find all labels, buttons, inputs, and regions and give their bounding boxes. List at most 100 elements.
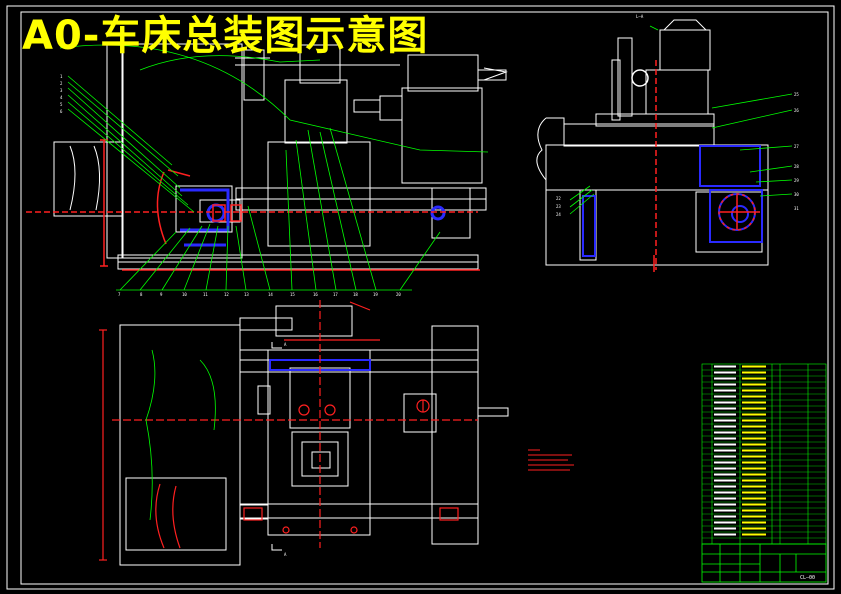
parts-list-name-mark [742, 479, 766, 482]
parts-list-name-mark [742, 431, 766, 434]
balloon-9: 9 [160, 292, 163, 297]
balloon-19: 19 [373, 292, 378, 297]
front-view-spindle-parts [180, 188, 446, 247]
parts-list-name-mark [742, 461, 766, 464]
balloon-12: 12 [224, 292, 229, 297]
parts-list-name-mark [742, 389, 766, 392]
section-marker-bottom: A [284, 552, 287, 557]
top-view [119, 305, 509, 566]
balloon-27: 27 [794, 144, 799, 149]
parts-list-entry-mark [714, 395, 736, 398]
parts-list-name-mark [742, 515, 766, 518]
parts-list-entry-mark [714, 491, 736, 494]
parts-list-entry-mark [714, 365, 736, 368]
balloon-1: 1 [60, 74, 63, 79]
balloon-15: 15 [290, 292, 295, 297]
parts-list-name-mark [742, 413, 766, 416]
balloon-28: 28 [794, 164, 799, 169]
parts-list-entry-mark [714, 425, 736, 428]
parts-list-name-mark [742, 407, 766, 410]
parts-list-name-mark [742, 383, 766, 386]
parts-list-name-mark [742, 455, 766, 458]
parts-list-entry-mark [714, 431, 736, 434]
title-block [701, 543, 827, 583]
parts-list-entry-mark [714, 533, 736, 536]
parts-list-entry-mark [714, 503, 736, 506]
parts-list-entry-mark [714, 377, 736, 380]
drawing-number: CL—00 [800, 575, 815, 581]
side-view-red-parts [631, 60, 760, 272]
parts-list-entry-mark [714, 401, 736, 404]
balloon-3: 3 [60, 88, 63, 93]
parts-list-name-mark [742, 437, 766, 440]
balloon-8: 8 [140, 292, 143, 297]
parts-list-entry-mark [714, 443, 736, 446]
parts-list-name-mark [742, 377, 766, 380]
parts-list-name-mark [742, 527, 766, 530]
parts-list-name-mark [742, 503, 766, 506]
balloon-22: 22 [556, 196, 561, 201]
balloon-18: 18 [353, 292, 358, 297]
parts-list-entry-mark [714, 509, 736, 512]
top-view-red-parts [99, 300, 478, 561]
parts-list-entry-mark [714, 521, 736, 524]
balloon-7: 7 [118, 292, 121, 297]
parts-list-name-mark [742, 449, 766, 452]
parts-list-entry-mark [714, 473, 736, 476]
parts-list-entry-mark [714, 455, 736, 458]
parts-list-entry-mark [714, 419, 736, 422]
balloon-16: 16 [313, 292, 318, 297]
parts-list-name-mark [742, 443, 766, 446]
balloon-25: 25 [794, 92, 799, 97]
section-arrows [271, 342, 282, 551]
balloon-20: 20 [396, 292, 401, 297]
top-view-leaders [145, 349, 216, 521]
parts-list-name-mark [742, 419, 766, 422]
parts-list-entry-mark [714, 515, 736, 518]
technical-notes [528, 449, 574, 471]
parts-list-name-mark [742, 395, 766, 398]
drawing-title: A0-车床总装图示意图 [22, 13, 429, 59]
balloon-26: 26 [794, 108, 799, 113]
parts-list-name-mark [742, 533, 766, 536]
parts-list-entry-mark [714, 383, 736, 386]
outer-frame [6, 5, 835, 590]
balloon-24: 24 [556, 212, 561, 217]
parts-list-entry-mark [714, 527, 736, 530]
parts-list-entry-mark [714, 371, 736, 374]
balloon-29: 29 [794, 178, 799, 183]
parts-list-entry-mark [714, 407, 736, 410]
parts-list-name-mark [742, 425, 766, 428]
parts-list-name-mark [742, 491, 766, 494]
section-marker-top: A [284, 342, 287, 347]
parts-list-entry-mark [714, 413, 736, 416]
parts-list-name-mark [742, 365, 766, 368]
balloon-23: 23 [556, 204, 561, 209]
balloon-4: 4 [60, 95, 63, 100]
balloon-14: 14 [268, 292, 273, 297]
parts-list-name-mark [742, 371, 766, 374]
parts-list-name-mark [742, 485, 766, 488]
balloon-6: 6 [60, 109, 63, 114]
parts-list-entry-mark [714, 485, 736, 488]
balloon-10: 10 [182, 292, 187, 297]
balloon-30: 30 [794, 192, 799, 197]
side-view-leaders [569, 25, 793, 215]
balloon-5: 5 [60, 102, 63, 107]
balloon-2: 2 [60, 81, 63, 86]
balloon-17: 17 [333, 292, 338, 297]
parts-list-name-mark [742, 467, 766, 470]
parts-list-entry-mark [714, 449, 736, 452]
parts-list-name-mark [742, 473, 766, 476]
parts-list-entry-mark [714, 479, 736, 482]
balloon-11: 11 [203, 292, 208, 297]
section-label: L—A [636, 14, 644, 19]
front-view-balloon-labels: 1 2 3 4 5 6 7 8 9 10 11 12 13 14 15 16 1… [60, 74, 401, 297]
parts-list-name-mark [742, 509, 766, 512]
balloon-31: 31 [794, 206, 799, 211]
parts-list-rows [702, 365, 826, 539]
parts-list-name-mark [742, 401, 766, 404]
parts-list-entry-mark [714, 467, 736, 470]
balloon-13: 13 [244, 292, 249, 297]
